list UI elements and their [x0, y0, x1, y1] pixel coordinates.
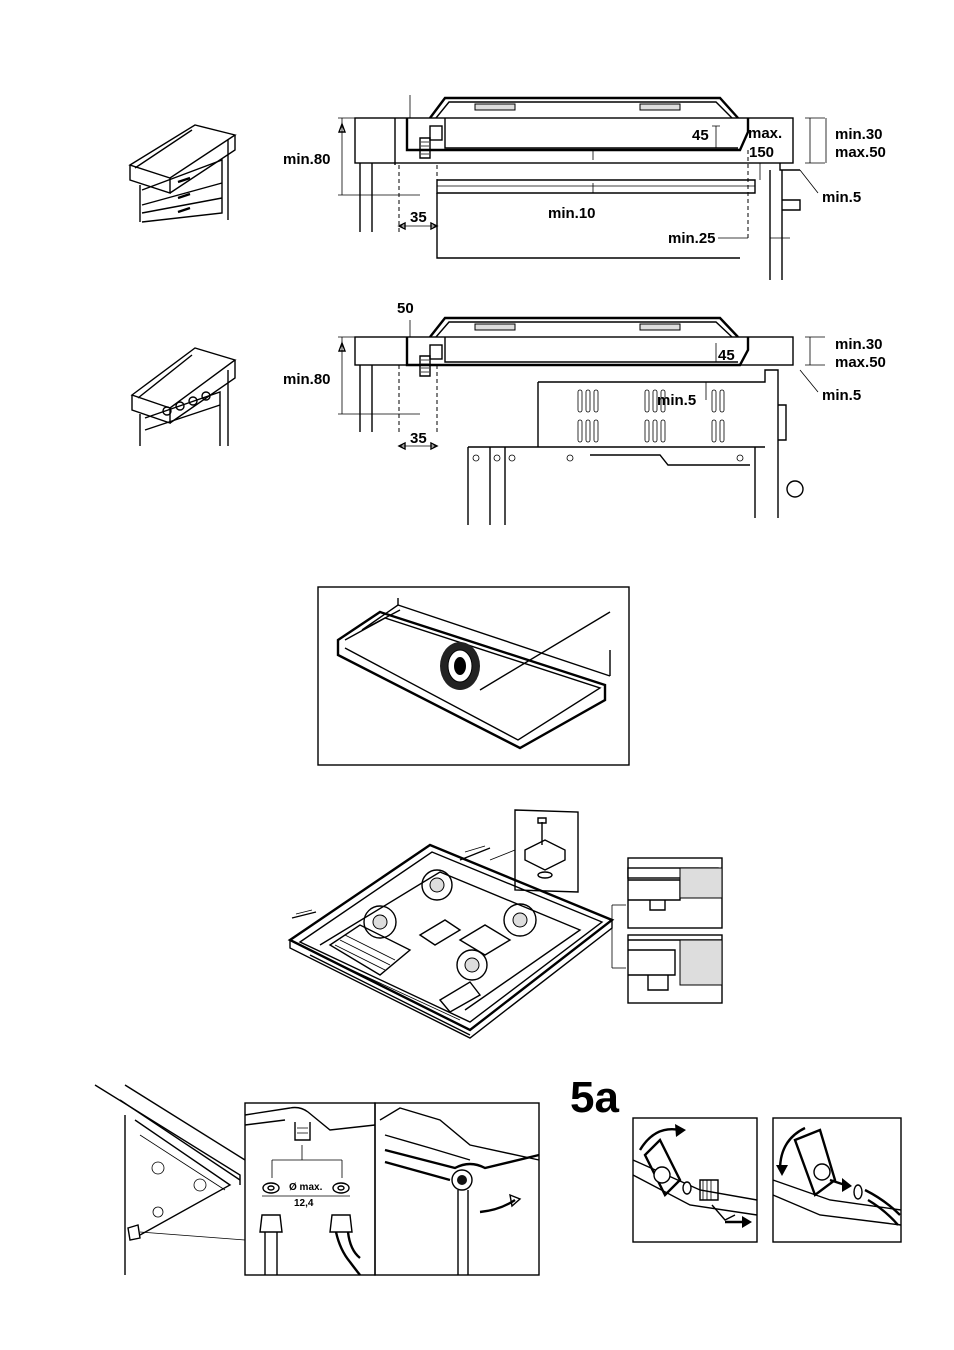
fig1-label-max: max.	[748, 125, 782, 142]
oven-vent-slots	[578, 390, 724, 442]
fig5a-title: 5a	[570, 1073, 619, 1122]
fig1-label-min5: min.5	[822, 189, 861, 206]
seal-roll-icon	[440, 642, 480, 690]
fig2-label-45: 45	[718, 347, 735, 364]
fig1-label-min10: min.10	[548, 205, 596, 222]
fig5-label-dia-value: 12,4	[294, 1198, 314, 1209]
fig2-label-min30: min.30	[835, 336, 883, 353]
figure-4-hob-underside-clamps	[290, 810, 722, 1038]
section-drawing-1: min.80 45 max. 150 min.30 max.50 min.5 m…	[283, 95, 886, 280]
figure-2-oven-installation: 50 min.80 45 min.30 max.50 min.5 min.5 3…	[132, 300, 886, 525]
fig2-label-min5-inner: min.5	[657, 392, 696, 409]
fig1-label-max50: max.50	[835, 144, 886, 161]
worktop-fixing-panels	[612, 858, 722, 1003]
drawer-cabinet-sketch	[130, 125, 235, 222]
fig1-label-35: 35	[410, 209, 427, 226]
fig2-label-max50: max.50	[835, 354, 886, 371]
figure-1-drawer-installation: min.80 45 max. 150 min.30 max.50 min.5 m…	[130, 95, 886, 280]
fig1-label-150: 150	[749, 144, 774, 161]
fig2-label-35: 35	[410, 430, 427, 447]
fig2-label-min80: min.80	[283, 371, 331, 388]
connector-washer-detail: Ø max. 12,4	[245, 1103, 375, 1275]
figure-5a-wrench-tightening: 5a	[570, 1073, 901, 1242]
fig5a-panel-left	[633, 1118, 757, 1242]
wrench-detail	[375, 1103, 539, 1275]
clamp-detail-inset	[490, 810, 578, 892]
fig5a-panel-right	[773, 1118, 901, 1242]
section-drawing-2: 50 min.80 45 min.30 max.50 min.5 min.5 3…	[283, 300, 886, 525]
fig1-label-min25: min.25	[668, 230, 716, 247]
figure-5-gas-connection: Ø max. 12,4	[95, 1085, 539, 1275]
hob-underside	[290, 845, 612, 1038]
fig1-label-min30: min.30	[835, 126, 883, 143]
fig2-label-50: 50	[397, 300, 414, 317]
fig1-label-min80: min.80	[283, 151, 331, 168]
hob-corner-view	[95, 1085, 245, 1275]
fig5-label-dia-max: Ø max.	[289, 1182, 323, 1193]
fig1-label-45: 45	[692, 127, 709, 144]
figure-3-seal-gasket	[318, 587, 629, 765]
fig2-label-min5-right: min.5	[822, 387, 861, 404]
oven-cabinet-sketch	[132, 348, 235, 446]
